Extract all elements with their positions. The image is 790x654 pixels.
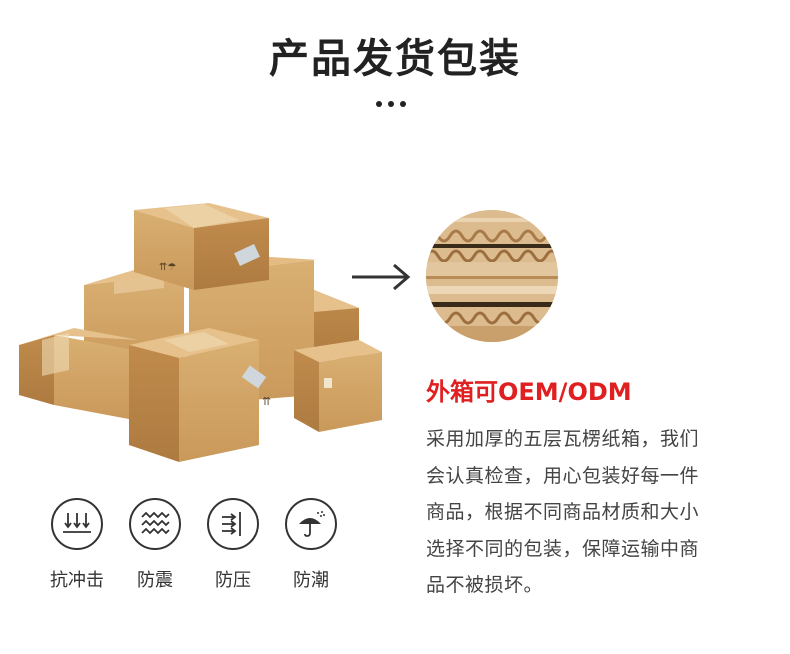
moisture-proof-icon bbox=[285, 498, 337, 550]
svg-text:⇈: ⇈ bbox=[262, 395, 271, 408]
feature-list: 抗冲击 防震 防压 bbox=[38, 498, 350, 592]
title-dots-divider bbox=[376, 101, 406, 107]
feature-pressure-proof: 防压 bbox=[194, 498, 272, 592]
packaging-description: 采用加厚的五层瓦楞纸箱，我们 会认真检查，用心包装好每一件 商品，根据不同商品材… bbox=[426, 421, 746, 604]
description-line: 会认真检查，用心包装好每一件 bbox=[426, 464, 700, 487]
description-line: 商品，根据不同商品材质和大小 bbox=[426, 501, 700, 523]
description-line: 采用加厚的五层瓦楞纸箱，我们 bbox=[426, 428, 700, 450]
svg-text:⇈☂: ⇈☂ bbox=[159, 262, 176, 273]
description-line: 选择不同的包装，保障运输中商 bbox=[426, 537, 700, 560]
shockproof-icon bbox=[129, 498, 181, 550]
feature-label: 抗冲击 bbox=[50, 570, 104, 591]
arrow-right-icon bbox=[352, 263, 411, 291]
impact-resistant-icon bbox=[51, 498, 103, 550]
feature-label: 防压 bbox=[215, 570, 251, 591]
cardboard-boxes-illustration: ⇈☂ ⇈ bbox=[19, 203, 382, 462]
description-line: 品不被损坏。 bbox=[426, 574, 544, 596]
pressure-proof-icon bbox=[207, 498, 259, 550]
feature-moisture-proof: 防潮 bbox=[272, 498, 350, 592]
packaging-subtitle: 外箱可OEM/ODM bbox=[426, 378, 632, 406]
page-title: 产品发货包装 bbox=[269, 36, 521, 82]
feature-label: 防潮 bbox=[293, 570, 329, 591]
feature-label: 防震 bbox=[137, 570, 173, 591]
feature-shockproof: 防震 bbox=[116, 498, 194, 592]
corrugated-cardboard-closeup bbox=[426, 210, 558, 342]
feature-impact-resistant: 抗冲击 bbox=[38, 498, 116, 592]
